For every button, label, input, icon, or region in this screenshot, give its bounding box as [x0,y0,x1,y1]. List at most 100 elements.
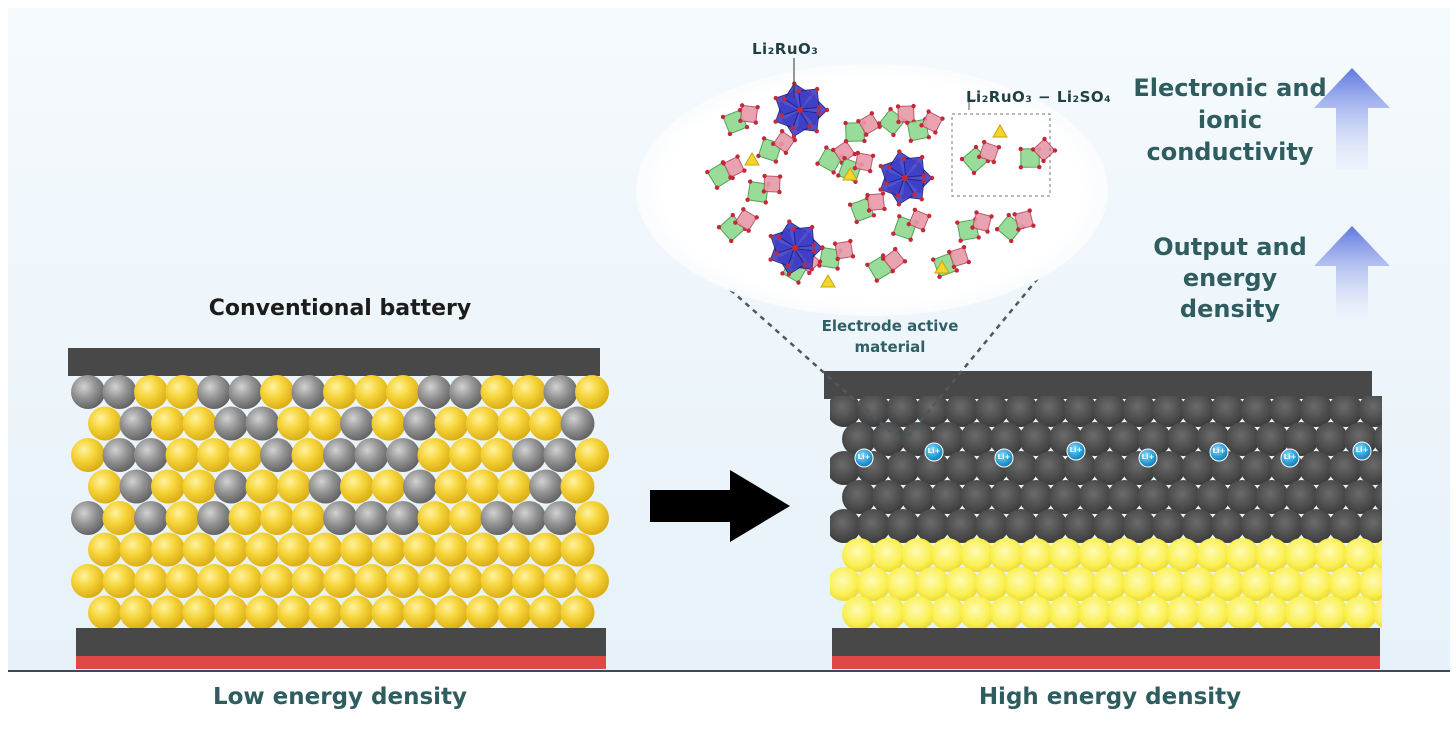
dense-active-particle [1078,422,1112,456]
oxygen-atom [811,243,817,248]
electrolyte-particle [214,532,248,567]
oxygen-atom [869,111,875,116]
dense-active-particle [1033,396,1068,427]
dense-electrolyte-particle [1299,567,1333,601]
dense-active-particle [989,480,1024,514]
oxygen-atom [815,161,820,166]
oxygen-atom [787,219,792,224]
oxygen-atom [832,241,838,246]
oxygen-atom [897,149,902,154]
oxygen-atom [929,175,935,181]
active-material-particle [102,438,137,472]
active-material-particle [340,406,374,441]
oxygen-atom [779,128,785,134]
dense-active-particle [1151,451,1186,485]
conventional-particles [71,375,609,630]
oxygen-atom [880,256,886,261]
dense-electrolyte-particle [1137,538,1171,572]
dense-active-particle [1063,451,1097,485]
high-energy-battery [824,371,1382,669]
li-ion-icon [854,448,874,468]
electrolyte-particle [102,501,137,535]
active-material-particle [560,406,595,441]
electrolyte-particle [134,375,168,409]
dense-active-particle [1122,396,1156,427]
li2ruo3-label: Li₂RuO₃ [752,40,819,58]
dense-electrolyte-particle [1225,538,1260,572]
electrolyte-particle [88,469,122,504]
oxygen-atom [1027,208,1032,213]
dense-active-particle [1019,480,1053,514]
electrolyte-particle [434,595,469,630]
dense-active-particle [1078,480,1112,514]
dense-electrolyte-particle [1343,538,1378,572]
dense-active-particle [871,480,906,514]
oxygen-atom [850,254,856,259]
electrolyte-particle [417,564,452,598]
electrolyte-particle [277,406,311,441]
dense-electrolyte-particle [1078,538,1112,572]
oxygen-atom [773,159,779,164]
dense-electrolyte-particle [1373,540,1382,570]
top-current-collector-high [824,371,1372,399]
electrolyte-particle [102,564,137,598]
electrolyte-particle [291,564,326,598]
dense-electrolyte-particle [1048,538,1083,572]
dense-electrolyte-particle [930,596,965,630]
oxygen-atom [848,238,853,244]
dense-active-particle [1240,396,1274,427]
dense-electrolyte-particle [1284,538,1319,572]
oxygen-atom [976,235,981,240]
dense-electrolyte-particle [1078,596,1112,630]
dense-active-particle [1107,422,1142,456]
oxygen-atom [920,228,926,233]
oxygen-atom [768,233,773,239]
dense-active-particle [960,422,994,456]
oxygen-atom [716,225,722,230]
ruthenium-polyhedron [763,175,781,193]
dense-active-particle [842,480,876,514]
oxygen-atom [1031,223,1036,228]
electrolyte-particle [512,564,546,598]
electrolyte-particle [497,595,532,630]
active-material-particle [354,501,389,535]
dense-electrolyte-particle [871,596,906,630]
dense-active-particle [1373,424,1382,454]
electrolyte-particle [182,532,217,567]
oxygen-atom [940,116,945,121]
oxygen-atom [897,214,902,219]
electrolyte-particle [449,564,483,598]
li-ion-label: Li+ [1355,446,1369,454]
electrolyte-particle [434,532,469,567]
oxygen-atom [954,268,959,273]
oxygen-atom [780,271,785,276]
oxygen-atom [770,141,776,147]
oxygen-atom [902,259,908,264]
electrolyte-particle [560,469,595,504]
dense-active-particle [915,509,950,543]
oxygen-atom [1042,136,1047,142]
dense-active-particle [871,422,906,456]
dense-active-particle [1358,509,1382,543]
dense-active-particle [945,451,979,485]
li-ion-label: Li+ [997,453,1011,461]
oxygen-atom [721,161,726,166]
oxygen-atom [973,144,979,150]
oxygen-atom [791,226,797,232]
oxygen-atom [981,139,987,145]
dense-electrolyte-particle [1019,538,1053,572]
low-energy-caption: Low energy density [212,684,468,710]
li2ruo3-cluster-polyhedron [903,156,925,178]
ruthenium-polyhedron [834,240,854,260]
dense-electrolyte-particle [871,538,906,572]
up-arrow-icon [1314,68,1390,170]
active-material-particle [386,501,420,535]
dense-active-particle [945,509,979,543]
electrolyte-particle [308,406,343,441]
dense-active-particle [1181,451,1215,485]
oxygen-atom [729,238,734,244]
oxygen-atom [748,179,753,184]
electrolyte-particle [323,375,357,409]
oxygen-atom [865,262,870,268]
electrolyte-particle [434,406,469,441]
